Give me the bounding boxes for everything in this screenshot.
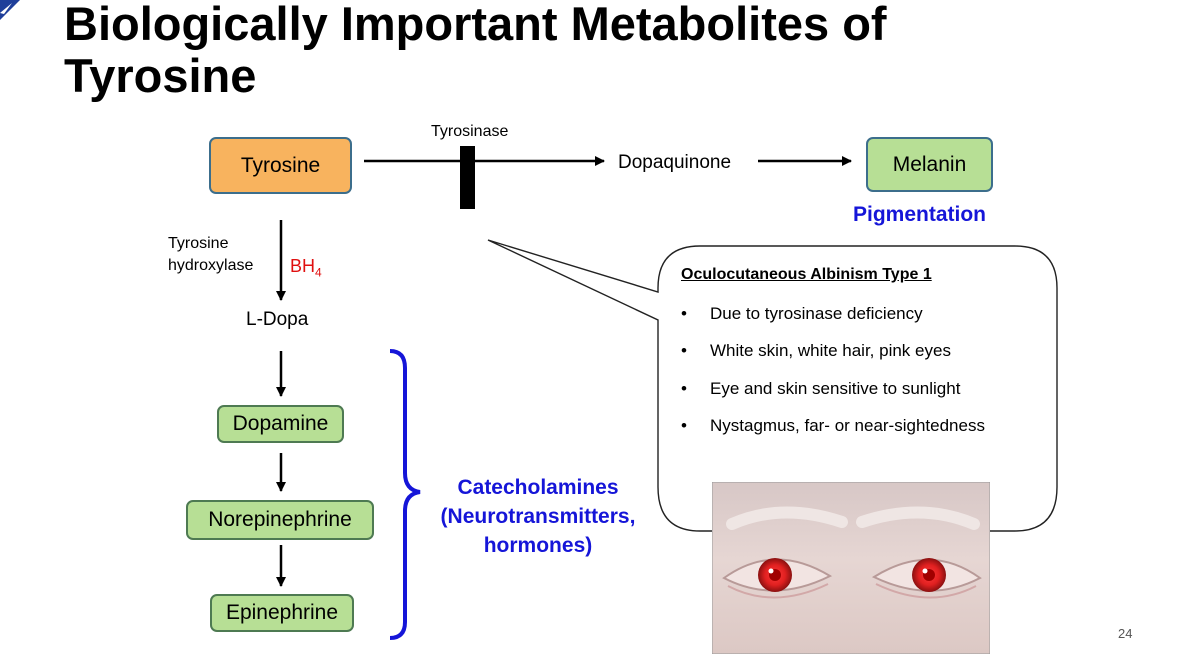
bullet: • xyxy=(681,341,687,360)
catecholamines-label-line3: hormones) xyxy=(483,534,593,557)
tyrosine-box: Tyrosine xyxy=(209,137,352,194)
callout-list-item: • Nystagmus, far- or near-sightedness xyxy=(681,416,985,436)
callout-list-item: • White skin, white hair, pink eyes xyxy=(681,341,951,361)
bullet: • xyxy=(681,379,687,398)
melanin-box: Melanin xyxy=(866,137,993,192)
page-title: Biologically Important Metabolites of Ty… xyxy=(64,0,887,102)
dopaquinone-label: Dopaquinone xyxy=(618,152,732,173)
albinism-eyes-photo xyxy=(712,482,990,654)
bullet: • xyxy=(681,416,687,435)
callout-item-text: White skin, white hair, pink eyes xyxy=(710,341,951,360)
callout-item-text: Eye and skin sensitive to sunlight xyxy=(710,379,961,398)
callout-title: Oculocutaneous Albinism Type 1 xyxy=(681,266,932,283)
norepinephrine-box: Norepinephrine xyxy=(186,500,374,540)
catecholamines-brace xyxy=(389,349,421,640)
callout-item-text: Nystagmus, far- or near-sightedness xyxy=(710,416,985,435)
tyrosinase-block xyxy=(460,146,475,209)
callout-list-item: • Due to tyrosinase deficiency xyxy=(681,304,923,324)
tyrosinase-label: Tyrosinase xyxy=(431,123,509,140)
tyrosine-hydroxylase-label-line1: Tyrosine xyxy=(168,235,229,252)
callout-item-text: Due to tyrosinase deficiency xyxy=(710,304,923,323)
epinephrine-box: Epinephrine xyxy=(210,594,354,632)
cofactor-bh4: BH4 xyxy=(290,256,322,280)
ldopa-label: L-Dopa xyxy=(246,309,309,330)
pigmentation-label: Pigmentation xyxy=(853,203,987,226)
callout-list-item: • Eye and skin sensitive to sunlight xyxy=(681,379,960,399)
page-number: 24 xyxy=(1118,626,1133,641)
dopamine-box: Dopamine xyxy=(217,405,344,443)
catecholamines-label-line1: Catecholamines xyxy=(457,476,619,499)
catecholamines-label-line2: (Neurotransmitters, xyxy=(440,505,636,528)
cofactor-base: BH xyxy=(290,256,316,276)
callout-bubble xyxy=(487,239,1058,532)
corner-logo xyxy=(0,0,20,20)
tyrosine-hydroxylase-label-line2: hydroxylase xyxy=(168,257,254,274)
bullet: • xyxy=(681,304,687,323)
cofactor-subscript: 4 xyxy=(315,265,322,280)
